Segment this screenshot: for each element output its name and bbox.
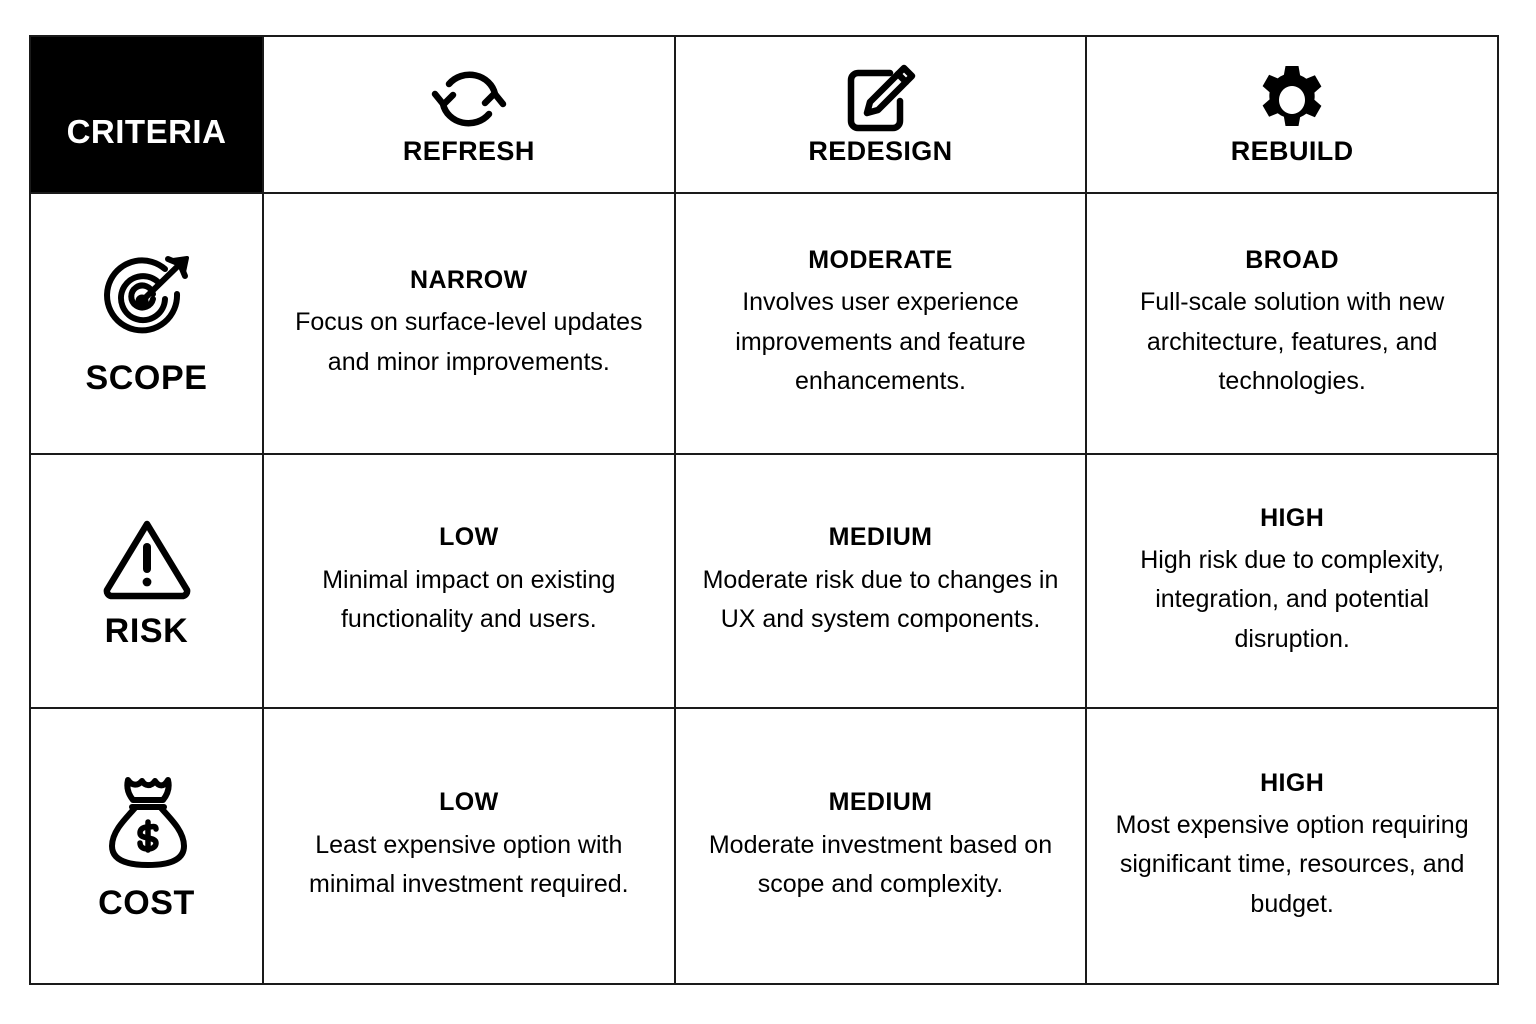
- cell-risk-redesign: MEDIUM Moderate risk due to changes in U…: [673, 453, 1088, 709]
- rating-cost-rebuild: HIGH: [1260, 768, 1325, 797]
- warning-triangle-icon: [99, 514, 195, 600]
- column-header-rebuild: REBUILD: [1085, 35, 1499, 194]
- rating-risk-refresh: LOW: [439, 523, 499, 552]
- criteria-label-risk: RISK: [104, 612, 189, 650]
- money-bag-icon: [102, 772, 192, 872]
- table-header-row: CRITERIA REFRESH: [29, 35, 1499, 194]
- edit-pencil-note-icon: [842, 63, 918, 135]
- description-scope-rebuild: Full-scale solution with new architectur…: [1139, 288, 1445, 396]
- criteria-header-cell: CRITERIA: [29, 35, 264, 194]
- rating-scope-redesign: MODERATE: [808, 246, 953, 275]
- description-risk-redesign: Moderate risk due to changes in UX and s…: [702, 565, 1059, 634]
- cell-cost-redesign: MEDIUM Moderate investment based on scop…: [673, 707, 1088, 985]
- rating-cost-redesign: MEDIUM: [828, 788, 933, 817]
- description-scope-refresh: Focus on surface-level updates and minor…: [295, 308, 643, 376]
- criteria-header-label: CRITERIA: [66, 113, 227, 150]
- cell-cost-refresh: LOW Least expensive option with minimal …: [262, 707, 676, 985]
- rating-risk-redesign: MEDIUM: [828, 523, 933, 552]
- cell-risk-rebuild: HIGH High risk due to complexity, integr…: [1085, 453, 1499, 709]
- description-cost-rebuild: Most expensive option requiring signific…: [1115, 810, 1469, 918]
- column-header-label-refresh: REFRESH: [402, 135, 535, 166]
- criteria-label-cost: COST: [98, 884, 195, 922]
- cell-scope-refresh: NARROW Focus on surface-level updates an…: [262, 192, 676, 455]
- criteria-cell-risk: RISK: [29, 453, 264, 709]
- refresh-cycle-icon: [430, 63, 508, 135]
- column-header-redesign: REDESIGN: [673, 35, 1088, 194]
- criteria-comparison-table: CRITERIA REFRESH: [29, 35, 1499, 985]
- description-cost-redesign: Moderate investment based on scope and c…: [708, 830, 1053, 899]
- criteria-cell-cost: COST: [29, 707, 264, 985]
- description-risk-refresh: Minimal impact on existing functionality…: [322, 565, 616, 634]
- column-header-label-redesign: REDESIGN: [808, 135, 953, 166]
- gear-icon: [1256, 63, 1328, 135]
- rating-risk-rebuild: HIGH: [1260, 503, 1325, 532]
- description-scope-redesign: Involves user experience improvements an…: [735, 288, 1026, 396]
- criteria-cell-scope: SCOPE: [29, 192, 264, 455]
- column-header-label-rebuild: REBUILD: [1230, 135, 1354, 166]
- description-cost-refresh: Least expensive option with minimal inve…: [309, 830, 629, 899]
- rating-scope-rebuild: BROAD: [1245, 246, 1339, 275]
- cell-risk-refresh: LOW Minimal impact on existing functiona…: [262, 453, 676, 709]
- table-row-risk: RISK LOW Minimal impact on existing func…: [29, 453, 1499, 709]
- column-header-refresh: REFRESH: [262, 35, 676, 194]
- cell-cost-rebuild: HIGH Most expensive option requiring sig…: [1085, 707, 1499, 985]
- table-row-scope: SCOPE NARROW Focus on surface-level upda…: [29, 192, 1499, 455]
- cell-scope-rebuild: BROAD Full-scale solution with new archi…: [1085, 192, 1499, 455]
- table-row-cost: COST LOW Least expensive option with min…: [29, 707, 1499, 985]
- target-arrow-icon: [99, 253, 195, 347]
- cell-scope-redesign: MODERATE Involves user experience improv…: [673, 192, 1088, 455]
- rating-scope-refresh: NARROW: [409, 265, 528, 294]
- rating-cost-refresh: LOW: [439, 788, 499, 817]
- description-risk-rebuild: High risk due to complexity, integration…: [1140, 545, 1445, 653]
- criteria-label-scope: SCOPE: [85, 358, 208, 397]
